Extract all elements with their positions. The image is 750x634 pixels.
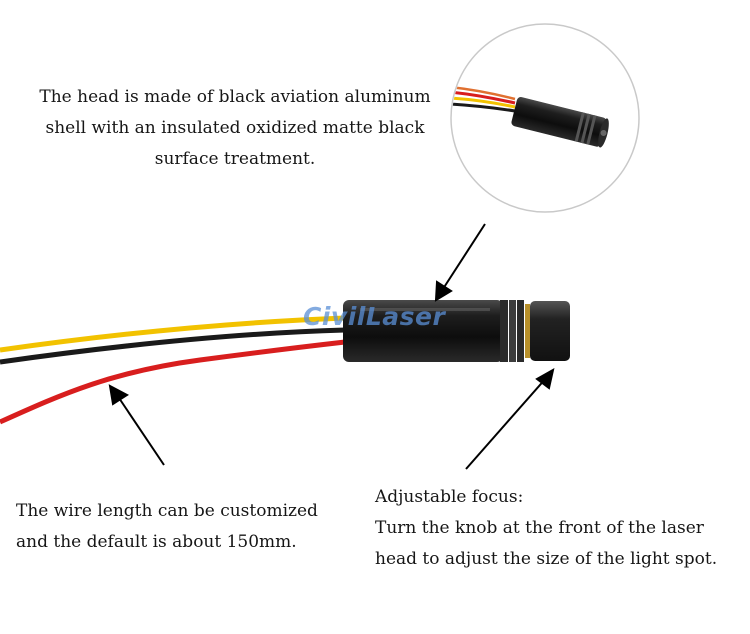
wires — [0, 315, 346, 425]
caption-line: The wire length can be customized — [16, 501, 318, 521]
caption-line: shell with an insulated oxidized matte b… — [45, 118, 425, 138]
caption-line: surface treatment. — [154, 149, 316, 169]
pointer-arrows — [108, 223, 555, 470]
caption-wire-length: The wire length can be customized and th… — [16, 496, 356, 558]
watermark-logo: CivilLaser — [303, 302, 446, 331]
caption-line: The head is made of black aviation alumi… — [39, 87, 431, 107]
zoom-inset — [450, 23, 640, 213]
caption-line: Adjustable focus: — [375, 487, 524, 507]
caption-line: head to adjust the size of the light spo… — [375, 549, 718, 569]
caption-head-material: The head is made of black aviation alumi… — [20, 82, 450, 175]
laser-module — [343, 300, 570, 362]
caption-line: and the default is about 150mm. — [16, 532, 297, 552]
caption-line: Turn the knob at the front of the laser — [375, 518, 704, 538]
caption-adjustable-focus: Adjustable focus: Turn the knob at the f… — [375, 482, 745, 575]
